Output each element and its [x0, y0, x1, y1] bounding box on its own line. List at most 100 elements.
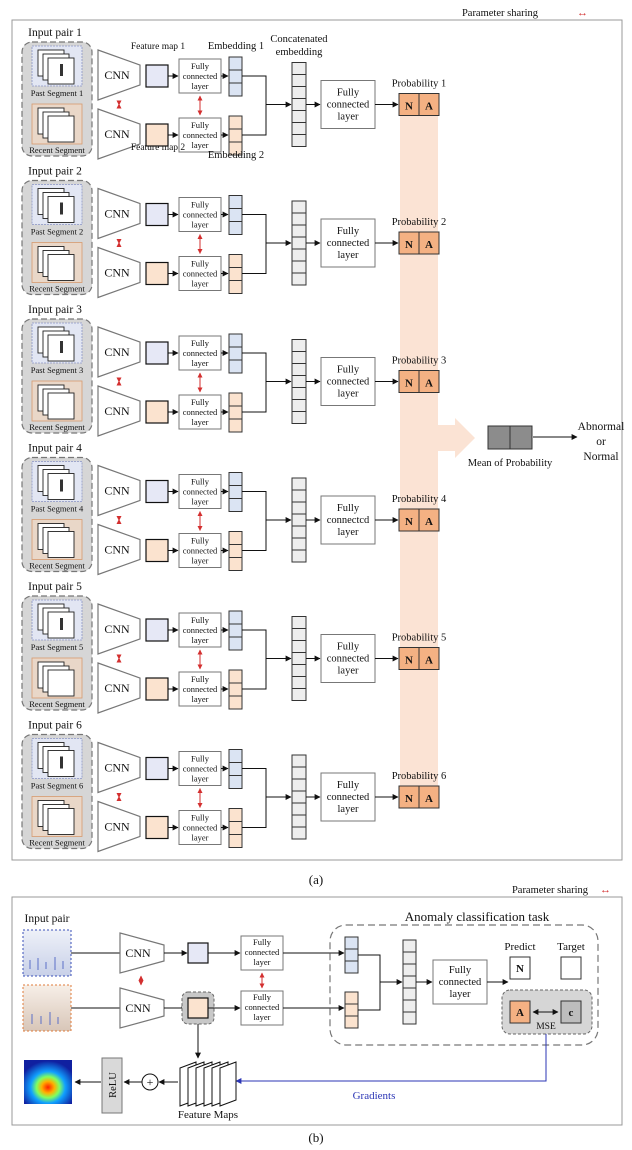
- anomaly-task-title: Anomaly classification task: [405, 909, 550, 924]
- embedding-top: [229, 750, 242, 789]
- predict-label: Predict: [504, 941, 535, 953]
- past-segment-image: [32, 600, 82, 640]
- mse-label: MSE: [536, 1022, 556, 1032]
- past-segment-image: [32, 185, 82, 225]
- concatenated-embedding: [292, 755, 306, 839]
- probability-a-text: A: [425, 516, 433, 528]
- recent-segment-image: [32, 104, 82, 144]
- probability-n-text: N: [405, 239, 413, 251]
- input-pair-2: Input pair 2 Past Segment 2 Recent Segment…: [22, 166, 446, 298]
- plus-sign: +: [147, 1075, 154, 1089]
- input-pair-6: Input pair 6 Past Segment 6 Recent Segment…: [22, 720, 446, 852]
- embedding-top: [229, 473, 242, 512]
- feature-map-bottom: [146, 401, 168, 423]
- input-pair-title: Input pair 1: [28, 27, 82, 39]
- recent-segment-label: Recent Segment: [29, 699, 85, 709]
- feature-map-top: [146, 204, 168, 226]
- input-pair-title: Input pair 2: [28, 166, 82, 178]
- feature-map-bottom: [146, 540, 168, 562]
- recent-segment-label: Recent Segment: [29, 561, 85, 571]
- past-segment-image: [32, 739, 82, 779]
- target-top-cell: [561, 957, 581, 979]
- feature-map-1-label: Feature map 1: [131, 42, 186, 52]
- cnn-bottom-label: CNN: [104, 127, 130, 141]
- part-a-caption: (a): [309, 872, 323, 887]
- output-normal: Normal: [583, 451, 618, 463]
- probability-label: Probability 5: [392, 633, 447, 644]
- probability-n-text: N: [405, 516, 413, 528]
- input-pair-3: Input pair 3 Past Segment 3 Recent Segment…: [22, 304, 446, 436]
- embedding-join: [242, 215, 266, 274]
- predict-a-text: A: [516, 1007, 524, 1019]
- embedding-bottom: [229, 255, 242, 294]
- feature-maps-stack: [180, 1062, 236, 1106]
- relu-label: ReLU: [108, 1072, 119, 1098]
- past-segment-image: [32, 46, 82, 86]
- feature-map-bottom: [146, 678, 168, 700]
- past-segment-label: Past Segment 6: [31, 781, 83, 791]
- band-arrow: [438, 418, 475, 458]
- cnn-bottom-label: CNN: [104, 820, 130, 834]
- recent-segment-image: [32, 520, 82, 560]
- feature-map-top: [146, 619, 168, 641]
- concatenated-embedding-b: [403, 940, 416, 1024]
- input-pair-title: Input pair 6: [28, 720, 82, 732]
- past-segment-image: [32, 462, 82, 502]
- embedding-join: [242, 769, 266, 828]
- recent-segment-image: [32, 243, 82, 283]
- embedding-top: [229, 57, 242, 96]
- concatenated-embedding-label: Concatenated: [270, 34, 328, 45]
- concatenated-embedding: [292, 340, 306, 424]
- embedding-1-label: Embedding 1: [208, 41, 264, 52]
- past-segment-label: Past Segment 4: [31, 504, 84, 514]
- cnn-top-label: CNN: [104, 68, 130, 82]
- feature-map-top: [146, 342, 168, 364]
- part-a: Parameter sharing ↔ Input pair 1Past Seg…: [12, 7, 624, 887]
- recent-segment-image: [32, 658, 82, 698]
- cnn-top-label: CNN: [104, 345, 130, 359]
- recent-segment-label: Recent Segment: [29, 838, 85, 848]
- embedding-top: [229, 334, 242, 373]
- input-pair-4: Input pair 4 Past Segment 4 Recent Segment…: [22, 443, 447, 575]
- cnn-bottom-label: CNN: [104, 543, 130, 557]
- input-pair-title: Input pair 5: [28, 581, 82, 593]
- probability-a-text: A: [425, 101, 433, 113]
- probability-label: Probability 2: [392, 217, 447, 228]
- input-pair-title: Input pair 3: [28, 304, 82, 316]
- embedding-bottom: [229, 809, 242, 848]
- past-segment-label: Past Segment 3: [31, 365, 83, 375]
- mean-box-left: [488, 426, 510, 449]
- concatenated-embedding: [292, 478, 306, 562]
- past-segment-label: Past Segment 2: [31, 227, 83, 237]
- probability-label: Probability 1: [392, 79, 447, 90]
- target-label: Target: [557, 941, 585, 953]
- recent-segment-label: Recent Segment: [29, 284, 85, 294]
- feature-map-bottom: [146, 263, 168, 285]
- predict-n-text: N: [516, 963, 524, 975]
- output-abnormal: Abnormal: [578, 421, 625, 433]
- target-c-text: c: [569, 1007, 574, 1019]
- recent-segment-image: [32, 381, 82, 421]
- concatenated-embedding-label-2: embedding: [276, 47, 323, 58]
- probability-label: Probability 4: [392, 494, 447, 505]
- mean-box-right: [510, 426, 532, 449]
- cnn-b-top-label: CNN: [125, 946, 151, 960]
- past-segment-label: Past Segment 1: [31, 88, 83, 98]
- input-pair-title: Input pair 4: [28, 443, 82, 455]
- recent-segment-label: Recent Segment: [29, 422, 85, 432]
- feature-map-top: [146, 481, 168, 503]
- probability-a-text: A: [425, 793, 433, 805]
- embedding-2-label: Embedding 2: [208, 150, 264, 161]
- grad-cam-heatmap: [24, 1060, 72, 1104]
- embedding-b-top: [345, 937, 358, 973]
- feature-map-top: [146, 65, 168, 87]
- cnn-bottom-label: CNN: [104, 266, 130, 280]
- embedding-bottom: [229, 670, 242, 709]
- concatenated-embedding: [292, 617, 306, 701]
- cnn-bottom-label: CNN: [104, 681, 130, 695]
- embedding-join: [242, 353, 266, 412]
- probability-n-text: N: [405, 101, 413, 113]
